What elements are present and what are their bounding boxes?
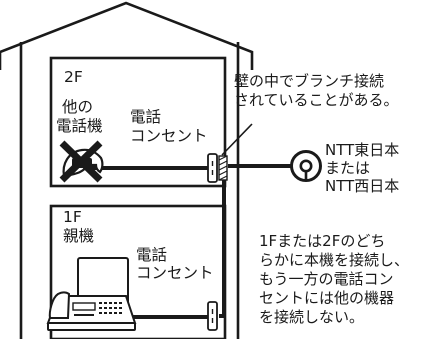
- fax-keypad: [74, 302, 122, 316]
- instruction-line-4: セントには他の機器: [259, 289, 395, 307]
- instruction-line-1: 1Fまたは2Fのどち: [259, 232, 386, 250]
- house-outline: [0, 1, 254, 70]
- floor2-other-phone-label-2: 電話機: [56, 117, 103, 135]
- floor2-title: 2F: [64, 68, 83, 86]
- wall-branch-note-line-2: されていることがある。: [234, 91, 399, 109]
- ntt-label-line-2: または: [325, 159, 371, 177]
- floor1-outlet: [207, 301, 218, 331]
- branch-line-in-wall: [219, 166, 226, 318]
- instruction-line-2: らかに本機を接続し、: [259, 251, 410, 269]
- wall-branch-note-line-1: 壁の中でブランチ接続: [234, 72, 385, 90]
- junction-block: [218, 155, 228, 181]
- ntt-line-terminal-icon: [290, 150, 322, 182]
- fax-machine-icon: [46, 257, 137, 331]
- floor1-outlet-label-2: コンセント: [136, 264, 214, 282]
- floor2-outlet-label-1: 電話: [130, 108, 162, 126]
- floor2-outlet-label-2: コンセント: [130, 127, 208, 145]
- instruction-line-5: を接続しない。: [259, 308, 365, 326]
- callout-leader: [221, 123, 253, 156]
- floor2-outlet: [207, 153, 218, 183]
- floor2-other-phone-label-1: 他の: [62, 98, 94, 116]
- instruction-line-3: もう一方の電話コン: [259, 270, 394, 288]
- crossed-out-phone-icon: [59, 140, 104, 183]
- floor2-room: [49, 56, 227, 188]
- ntt-label-line-1: NTT東日本: [325, 141, 400, 159]
- phone-line-2f: [89, 164, 292, 170]
- ntt-label-line-3: NTT西日本: [325, 177, 400, 195]
- floor1-main-unit-label: 親機: [63, 227, 95, 245]
- floor1-title: 1F: [63, 208, 82, 226]
- floor1-outlet-label-1: 電話: [136, 246, 168, 264]
